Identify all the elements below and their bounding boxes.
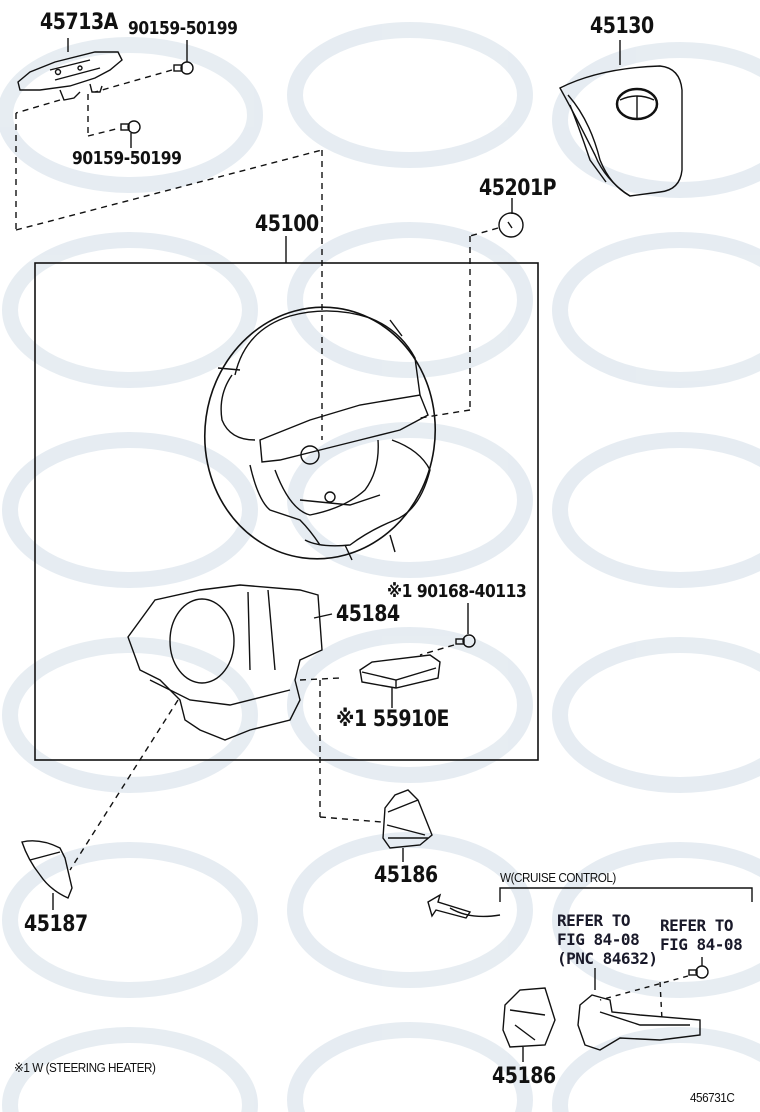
- cover-45186-b-drawing: [502, 987, 556, 1062]
- label-45201P[interactable]: 45201P: [479, 176, 557, 201]
- lower-cover-45184-drawing: [127, 584, 333, 741]
- label-90159-50199-lower[interactable]: 90159-50199: [72, 148, 182, 169]
- airbag-45130-drawing: [559, 40, 683, 197]
- screw-upper-drawing: [173, 40, 194, 75]
- label-45184[interactable]: 45184: [336, 602, 400, 627]
- label-45130[interactable]: 45130: [590, 14, 654, 39]
- label-45100[interactable]: 45100: [255, 212, 319, 237]
- screw-90168-drawing: [455, 603, 476, 648]
- label-90159-50199-upper[interactable]: 90159-50199: [128, 18, 238, 39]
- cover-45187-drawing: [21, 840, 73, 910]
- heater-module-55910E-drawing: [359, 654, 441, 708]
- footnote: ※1 W (STEERING HEATER): [14, 1060, 156, 1075]
- diagram-code: 456731C: [690, 1090, 735, 1105]
- assembly-box: [34, 262, 539, 761]
- label-45186-upper[interactable]: 45186: [374, 863, 438, 888]
- pointer-arrow-head: [427, 893, 472, 919]
- label-45186-lower[interactable]: 45186: [492, 1064, 556, 1089]
- refer-note-left[interactable]: REFER TO FIG 84-08 (PNC 84632): [557, 911, 658, 968]
- plug-45201P-drawing: [498, 198, 524, 238]
- refer-right-line1: REFER TO: [660, 916, 734, 935]
- pointer-arrow-curve: [449, 907, 501, 918]
- cruise-switch-drawing: [577, 957, 709, 1051]
- label-55910E[interactable]: ※1 55910E: [336, 707, 450, 732]
- refer-left-line1: REFER TO: [557, 911, 631, 930]
- refer-note-right[interactable]: REFER TO FIG 84-08: [660, 916, 743, 954]
- refer-right-line2: FIG 84-08: [660, 935, 743, 954]
- label-45187[interactable]: 45187: [24, 912, 88, 937]
- bracket-45713A-drawing: [17, 51, 123, 101]
- refer-left-line2: FIG 84-08: [557, 930, 640, 949]
- label-45713A[interactable]: 45713A: [40, 10, 118, 35]
- cover-45186-a-drawing: [382, 789, 433, 862]
- cruise-bracket: [499, 887, 753, 902]
- label-90168-40113[interactable]: ※1 90168-40113: [387, 581, 527, 602]
- steering-wheel-45100-drawing: [203, 306, 437, 561]
- refer-left-line3: (PNC 84632): [557, 949, 658, 968]
- cruise-control-heading: W(CRUISE CONTROL): [500, 870, 616, 885]
- screw-lower-drawing: [120, 120, 141, 148]
